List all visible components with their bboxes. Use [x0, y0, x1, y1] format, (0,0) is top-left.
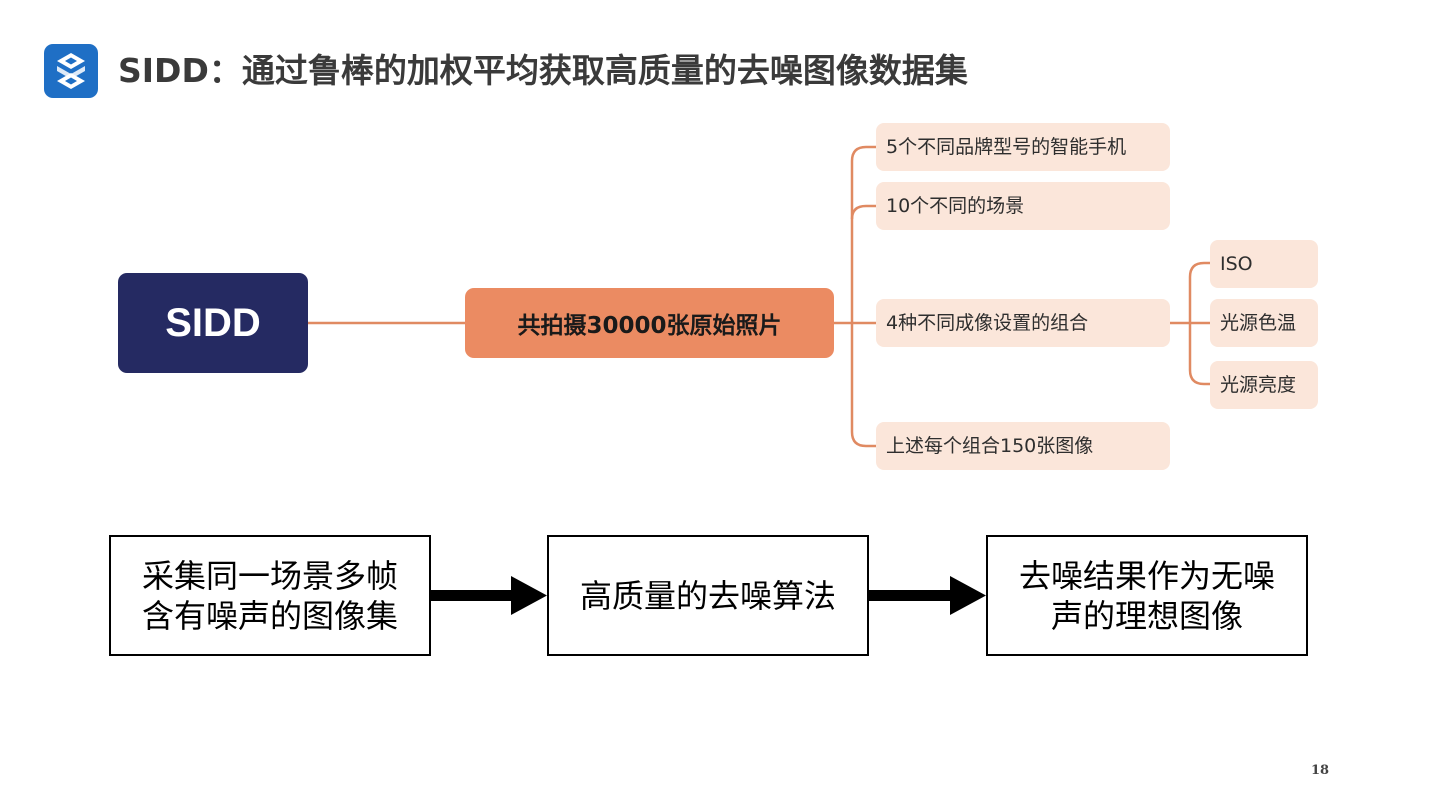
flow-step-denoise-line1: 高质量的去噪算法	[579, 576, 836, 615]
branch-connector-1	[850, 145, 876, 323]
flow-step-capture: 采集同一场景多帧 含有噪声的图像集	[109, 535, 431, 656]
child-connector-3	[1188, 323, 1210, 386]
logo-icon	[44, 44, 98, 98]
child-node-color-temperature: 光源色温	[1210, 299, 1318, 347]
branch-node-per-combination: 上述每个组合150张图像	[876, 422, 1170, 470]
branch-node-settings: 4种不同成像设置的组合	[876, 299, 1170, 347]
flow-step-ground-truth: 去噪结果作为无噪 声的理想图像	[986, 535, 1308, 656]
flow-arrow-1-shaft	[431, 590, 513, 601]
child-connector-1	[1188, 261, 1210, 323]
branch-connector-2	[850, 204, 876, 220]
flow-arrow-1-head	[511, 576, 547, 615]
branch-node-phones: 5个不同品牌型号的智能手机	[876, 123, 1170, 171]
flow-step-denoise: 高质量的去噪算法	[547, 535, 869, 656]
mindmap-root-node: SIDD	[118, 273, 308, 373]
branch-connector-4	[850, 323, 876, 448]
page-number: 18	[1310, 763, 1330, 778]
branch-node-scenes: 10个不同的场景	[876, 182, 1170, 230]
child-node-iso: ISO	[1210, 240, 1318, 288]
flow-arrow-2-head	[950, 576, 986, 615]
flow-step-ground-truth-line2: 声的理想图像	[1050, 596, 1243, 635]
flow-step-capture-line1: 采集同一场景多帧	[141, 556, 398, 595]
mindmap-main-node: 共拍摄30000张原始照片	[465, 288, 834, 358]
flow-step-ground-truth-line1: 去噪结果作为无噪	[1018, 556, 1275, 595]
flow-arrow-2-shaft	[869, 590, 952, 601]
child-node-brightness: 光源亮度	[1210, 361, 1318, 409]
slide-title: SIDD：通过鲁棒的加权平均获取高质量的去噪图像数据集	[118, 51, 968, 90]
flow-step-capture-line2: 含有噪声的图像集	[141, 596, 398, 635]
stacked-s-logo-icon	[57, 53, 85, 89]
